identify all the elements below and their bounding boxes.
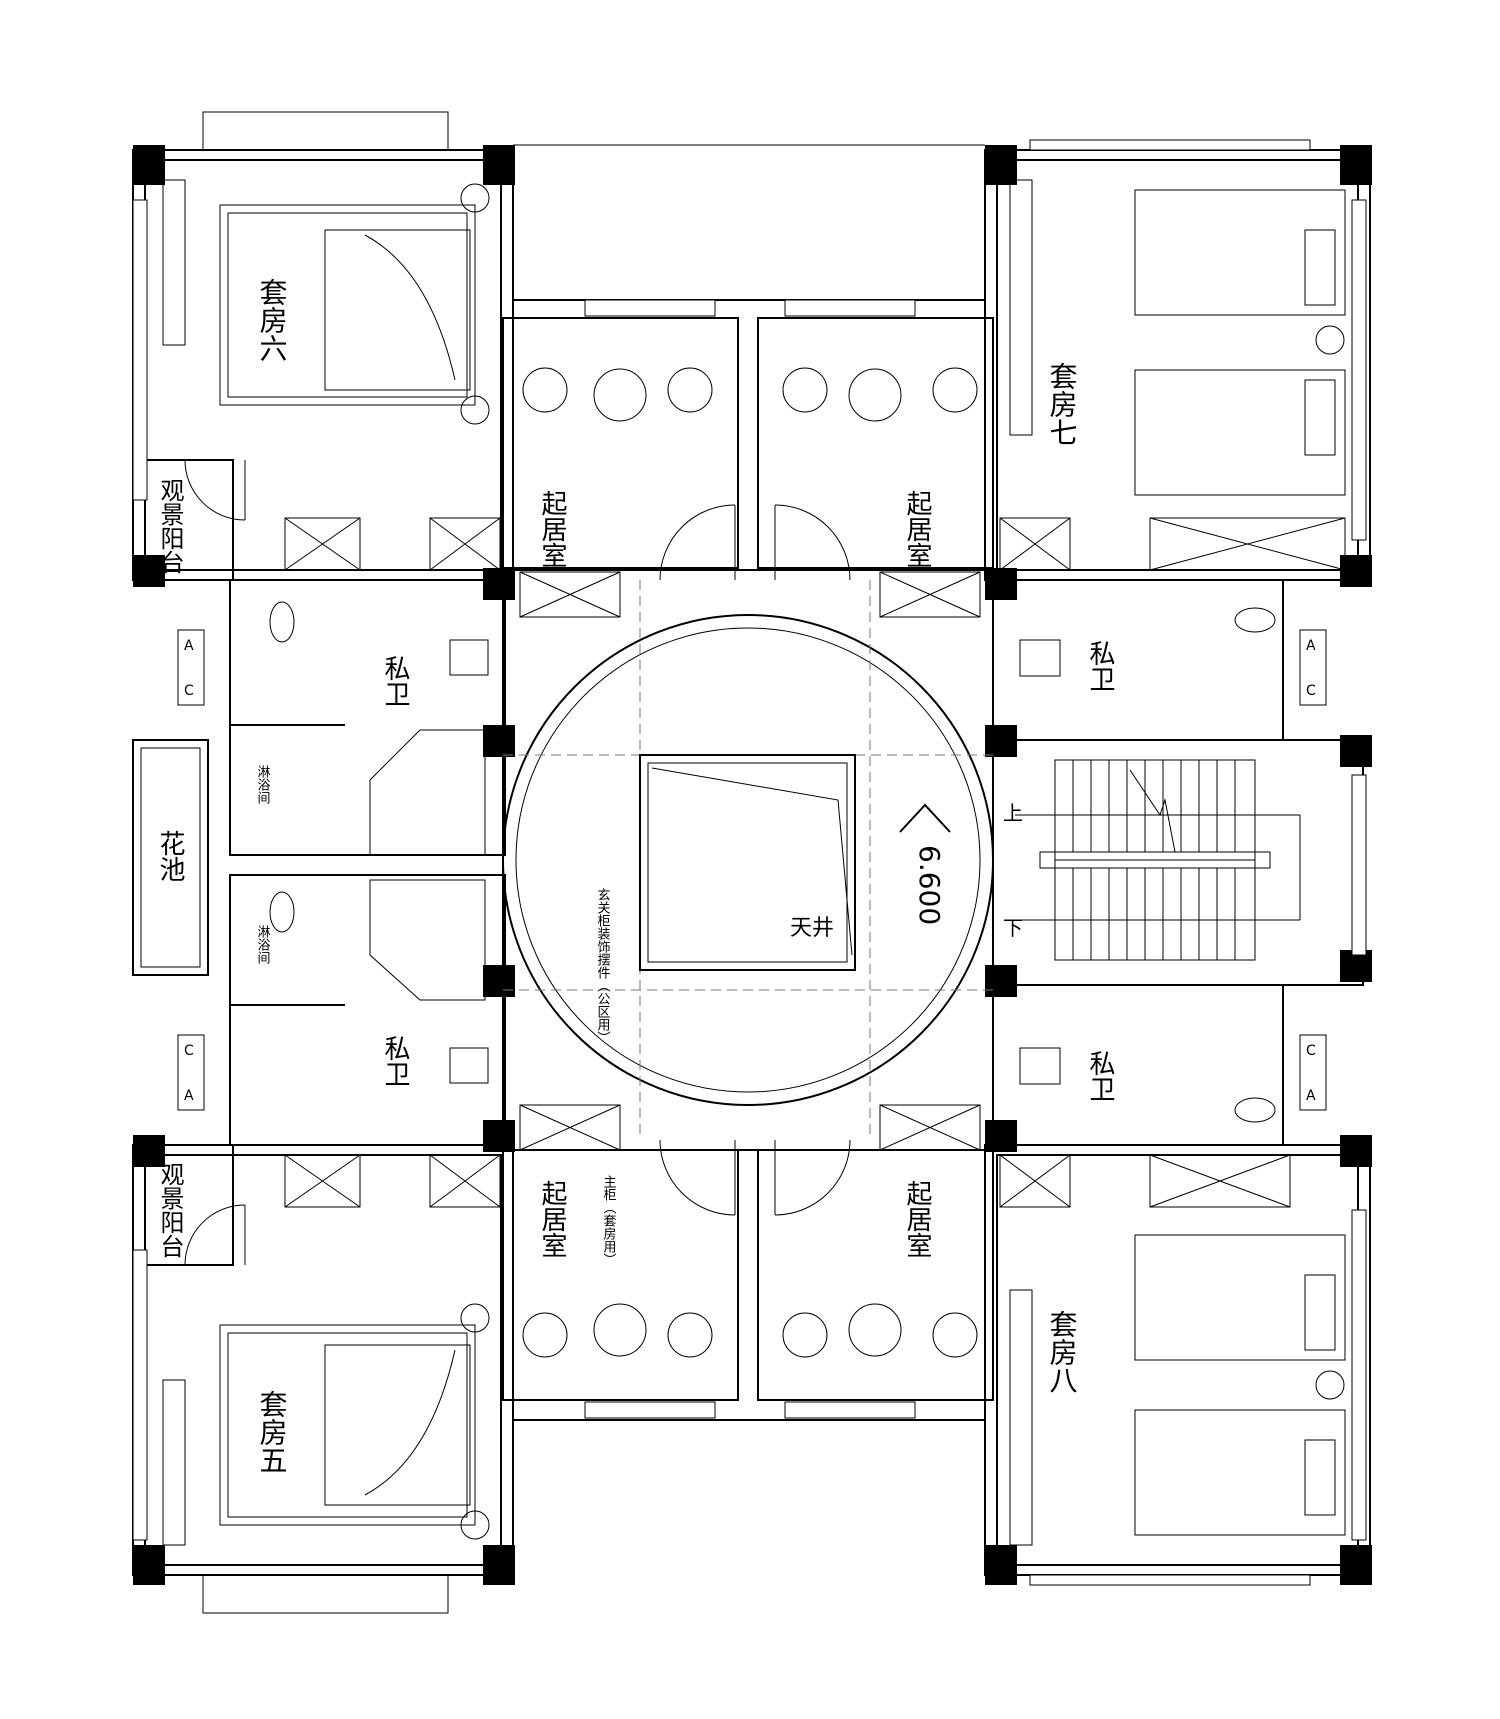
doors bbox=[184, 459, 851, 1266]
walls bbox=[132, 111, 1371, 1614]
label-living-sw: 起居室 bbox=[537, 1180, 567, 1258]
bed-suite7-a bbox=[1134, 189, 1346, 316]
suite8-furniture bbox=[1009, 1234, 1346, 1546]
bed-suite7-b bbox=[1134, 369, 1346, 496]
label-suite6: 套房六 bbox=[256, 278, 289, 362]
stair-up-label: 上 bbox=[1003, 801, 1023, 825]
ac-bottom-right-c: C bbox=[1306, 1043, 1316, 1059]
bath-fixtures: A C C A A C C A bbox=[177, 601, 1327, 1123]
wall-living-nw bbox=[502, 317, 739, 569]
stair: 上 下 bbox=[1003, 759, 1301, 961]
ac-bottom-left-c: C bbox=[184, 1043, 194, 1059]
wall-planter-inner bbox=[140, 747, 201, 968]
wall-bath-lw-top bbox=[229, 579, 506, 856]
wall-balcony-top bbox=[132, 459, 234, 581]
wall-stair-hall bbox=[992, 739, 1364, 986]
label-living-se: 起居室 bbox=[902, 1180, 932, 1258]
suite7-furniture bbox=[1009, 179, 1346, 496]
label-bath-lw-top: 私卫 bbox=[380, 655, 410, 707]
label-living-nw: 起居室 bbox=[537, 490, 567, 568]
ac-top-left-a: A bbox=[184, 638, 194, 654]
level-mark: 6.600 bbox=[913, 845, 946, 925]
bed-suite8-b bbox=[1134, 1409, 1346, 1536]
atrium-ring-inner bbox=[515, 627, 981, 1093]
bed-suite6 bbox=[324, 229, 471, 391]
label-balcony-top: 观景阳台 bbox=[156, 478, 184, 574]
wall-bath-rw-top bbox=[992, 579, 1284, 741]
cabinets bbox=[284, 517, 1346, 1208]
label-living-ne: 起居室 bbox=[902, 490, 932, 568]
living-furniture bbox=[522, 367, 978, 1358]
atrium-ring bbox=[502, 614, 994, 1106]
room-labels: 套房六 套房七 套房五 套房八 起居室 起居室 起居室 起居室 私卫 私卫 私卫… bbox=[155, 278, 1115, 1474]
wall-suite7 bbox=[984, 149, 1371, 581]
stair-down-label: 下 bbox=[1003, 916, 1023, 940]
label-bath-lw-bottom: 私卫 bbox=[380, 1035, 410, 1087]
columns bbox=[133, 145, 1372, 1585]
ac-top-right-a: A bbox=[1306, 638, 1316, 654]
label-shower-bottom: 淋浴间 bbox=[255, 925, 271, 964]
label-balcony-bottom: 观景阳台 bbox=[156, 1162, 184, 1258]
bay-window-bottom bbox=[202, 1574, 449, 1614]
wall-suite6-inner bbox=[144, 159, 502, 571]
bed-suite5 bbox=[324, 1344, 471, 1506]
wall-living-se bbox=[757, 1149, 994, 1401]
label-bath-rw-top: 私卫 bbox=[1085, 640, 1115, 692]
ac-bottom-right-a: A bbox=[1306, 1088, 1316, 1104]
label-planter: 花池 bbox=[155, 830, 185, 882]
wall-planter bbox=[132, 739, 209, 976]
label-suite7: 套房七 bbox=[1046, 362, 1079, 446]
wall-suite6 bbox=[132, 149, 514, 581]
ac-bottom-left-a: A bbox=[184, 1088, 194, 1104]
windows bbox=[132, 139, 1367, 1586]
ac-top-right-c: C bbox=[1306, 683, 1316, 699]
wall-living-ne bbox=[757, 317, 994, 569]
bed-suite8-a bbox=[1134, 1234, 1346, 1361]
atrium-void bbox=[639, 754, 856, 971]
suite6-furniture bbox=[162, 179, 490, 425]
wall-south-recess bbox=[512, 1419, 986, 1575]
ac-top-left-c: C bbox=[184, 683, 194, 699]
note-cabinet-suite: 主柜（套房用） bbox=[601, 1175, 617, 1266]
wall-bath-lw-bottom bbox=[229, 874, 506, 1146]
label-shower-top: 淋浴间 bbox=[255, 765, 271, 804]
atrium-group: 天井 6.600 bbox=[502, 580, 994, 1140]
wall-balcony-bottom bbox=[132, 1144, 234, 1266]
level-mark-symbol bbox=[899, 803, 951, 833]
label-bath-rw-bottom: 私卫 bbox=[1085, 1050, 1115, 1102]
wall-suite5 bbox=[132, 1144, 514, 1576]
suite5-furniture bbox=[162, 1303, 490, 1546]
label-suite5: 套房五 bbox=[256, 1390, 289, 1474]
wall-north-recess bbox=[512, 150, 986, 301]
note-cabinet-public: 玄关柜装饰摆件（公区用） bbox=[595, 888, 611, 1044]
atrium-label: 天井 bbox=[790, 916, 834, 941]
wall-suite5-inner bbox=[144, 1154, 502, 1566]
bay-window-top bbox=[202, 111, 449, 151]
label-suite8: 套房八 bbox=[1046, 1310, 1079, 1394]
wall-bath-rw-bottom bbox=[992, 984, 1284, 1146]
